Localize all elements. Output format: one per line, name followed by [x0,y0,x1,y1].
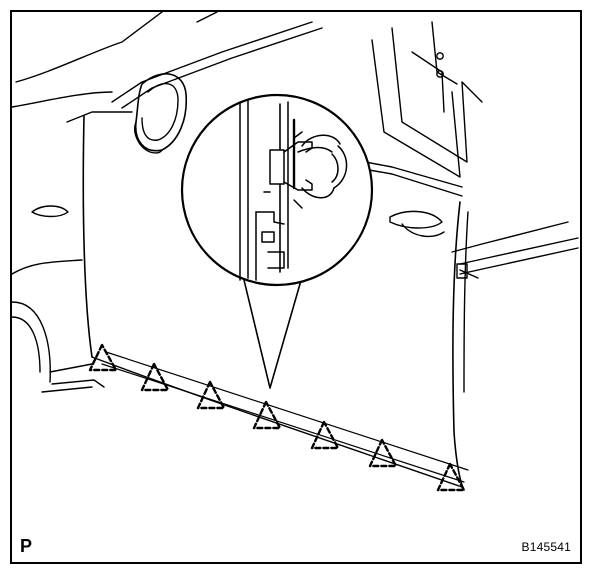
clip-marker-1 [88,343,118,372]
clip-marker-5 [310,420,340,450]
diagram-frame: P B145541 [10,10,582,564]
clip-marker-2 [140,362,170,392]
side-mirror [134,73,188,154]
clip-marker-4 [252,400,282,430]
vehicle-body [12,12,579,491]
view-letter-label: P [20,536,33,556]
clip-marker-7 [436,462,466,492]
door-trim-clip-illustration [12,12,579,492]
clip-marker-6 [368,438,398,468]
clip-locations-row [88,343,469,492]
clip-marker-3 [196,380,226,410]
magnified-clip-callout [180,93,374,389]
figure-code-label: B145541 [521,540,571,554]
clip-cross-section [239,99,348,281]
